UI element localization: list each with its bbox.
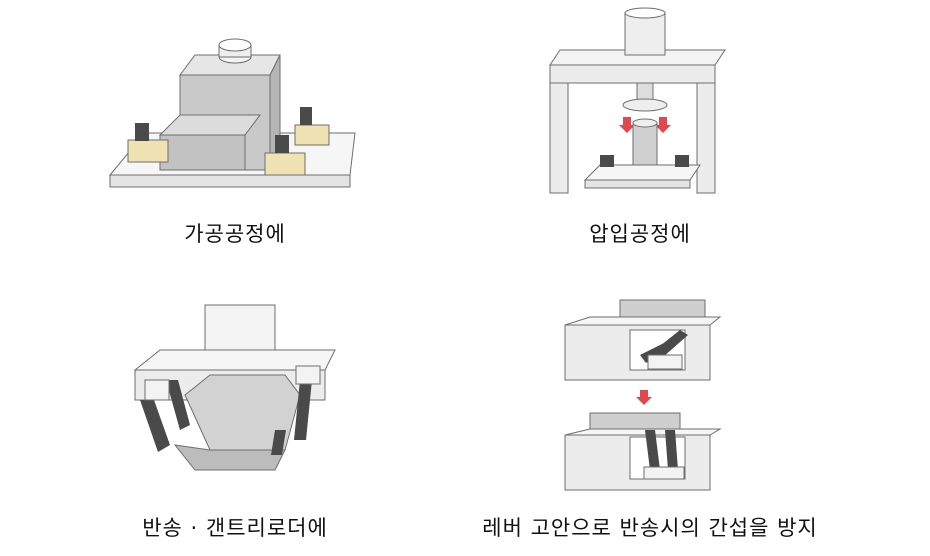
caption-press-fit: 압입공정에	[530, 218, 750, 248]
machining-illustration	[100, 15, 370, 205]
caption-machining: 가공공정에	[110, 218, 360, 248]
caption-gantry-loader: 반송 · 갠트리로더에	[95, 512, 375, 542]
caption-lever-interference: 레버 고안으로 반송시의 간섭을 방지	[435, 512, 865, 542]
gantry-loader-illustration	[110, 300, 350, 485]
lever-interference-illustration	[560, 295, 730, 495]
press-fit-illustration	[545, 5, 735, 200]
